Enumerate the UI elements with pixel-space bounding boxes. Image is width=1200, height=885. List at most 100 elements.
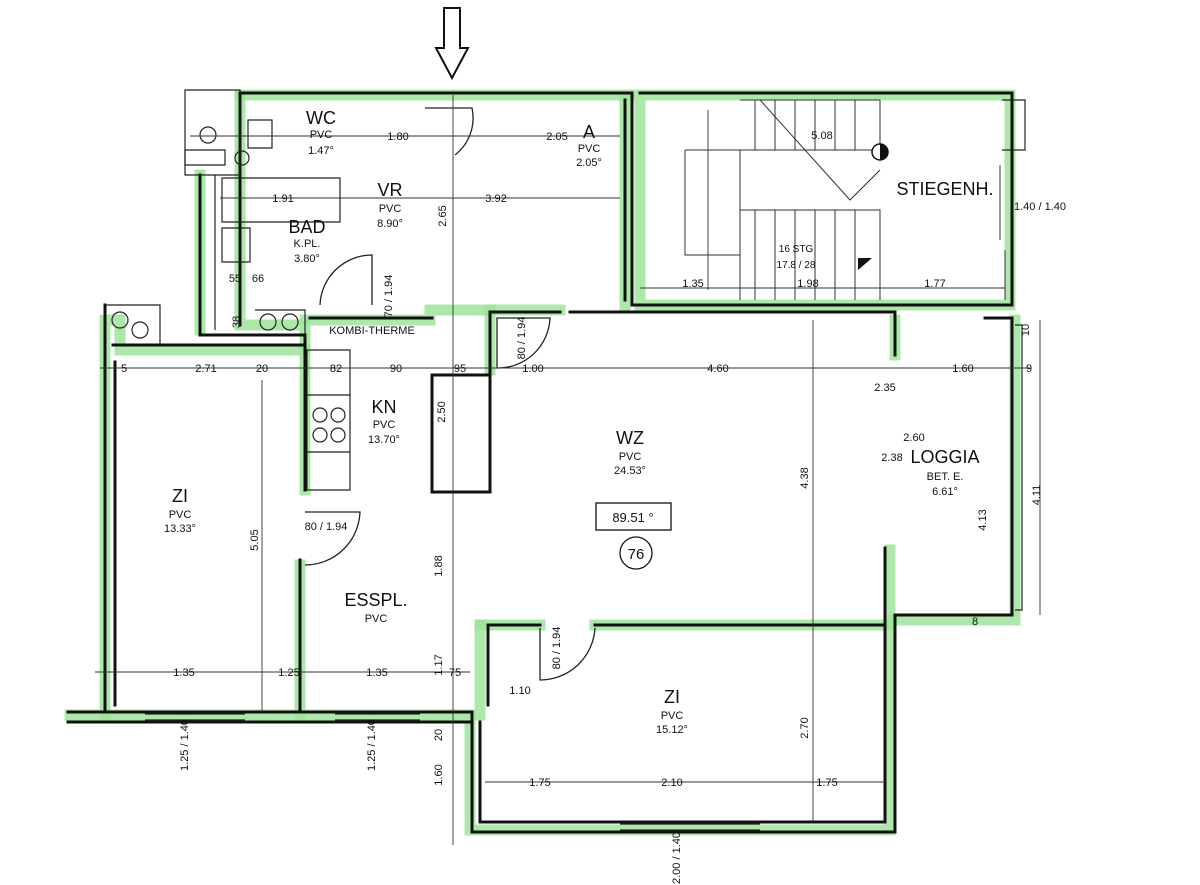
svg-text:WC: WC [306, 108, 336, 128]
room-esspl: ESSPL. PVC [344, 590, 407, 625]
room-kombi-therme: KOMBI-THERME [329, 325, 415, 337]
dim-label: 5 [121, 363, 127, 375]
dim-label: 1.35 [366, 667, 387, 679]
dim-label: 2.60 [903, 432, 924, 444]
dim-label: 1.88 [433, 555, 445, 576]
dim-label: 82 [330, 363, 342, 375]
dim-label: 1.25 / 1.40 [179, 719, 191, 771]
svg-text:KOMBI-THERME: KOMBI-THERME [329, 325, 415, 337]
svg-text:89.51 °: 89.51 ° [612, 510, 653, 525]
dim-label: 2.71 [195, 363, 216, 375]
svg-text:VR: VR [377, 180, 402, 200]
dim-label: 1.60 [952, 363, 973, 375]
dim-label: 1.35 [682, 278, 703, 290]
dim-label: 5.08 [811, 130, 832, 142]
svg-text:LOGGIA: LOGGIA [910, 447, 979, 467]
svg-text:PVC: PVC [310, 129, 333, 141]
dim-label: 80 / 1.94 [305, 521, 348, 533]
dim-label: 66 [252, 273, 264, 285]
dim-label: 9 [1026, 363, 1032, 375]
dim-label: 3.92 [485, 193, 506, 205]
svg-text:BET. E.: BET. E. [927, 471, 964, 483]
svg-text:2.05°: 2.05° [576, 157, 602, 169]
entrance-arrow-icon [434, 7, 470, 81]
dim-label: 2.00 / 1.40 [671, 832, 683, 884]
svg-text:6.61°: 6.61° [932, 486, 958, 498]
dim-label: 4.38 [799, 467, 811, 488]
svg-text:3.80°: 3.80° [294, 253, 320, 265]
svg-text:A: A [583, 122, 595, 142]
room-vr: VR PVC 8.90° [377, 180, 403, 230]
dim-label: 55 [229, 273, 241, 285]
svg-text:8.90°: 8.90° [377, 218, 403, 230]
dim-label: 90 [390, 363, 402, 375]
dim-label: 1.77 [924, 278, 945, 290]
dim-label: 2.65 [437, 205, 449, 226]
dim-label: 80 / 1.94 [551, 627, 563, 670]
room-zi-left: ZI PVC 13.33° [164, 486, 196, 535]
svg-text:PVC: PVC [619, 451, 642, 463]
dim-label: 1.35 [173, 667, 194, 679]
stair-label: 16 STG 17.8 / 28 [777, 244, 816, 271]
dim-label: 1.25 / 1.40 [366, 719, 378, 771]
room-stiegenh: STIEGENH. [896, 179, 993, 199]
room-wc: WC PVC 1.47° [306, 108, 336, 157]
dim-label: 2.38 [881, 452, 902, 464]
svg-text:13.33°: 13.33° [164, 523, 196, 535]
dim-label: 4.13 [977, 509, 989, 530]
svg-text:PVC: PVC [578, 143, 601, 155]
dim-label: 1.91 [272, 193, 293, 205]
dim-label: 2.35 [874, 382, 895, 394]
room-wz: WZ PVC 24.53° [614, 428, 646, 477]
dim-label: 20 [256, 363, 268, 375]
dim-label: 2.10 [661, 777, 682, 789]
svg-text:KN: KN [371, 397, 396, 417]
partitions [105, 89, 351, 491]
room-kn: KN PVC 13.70° [368, 397, 400, 446]
svg-text:PVC: PVC [169, 509, 192, 521]
dim-label: 80 / 1.94 [516, 317, 528, 360]
dim-label: 2.70 [799, 717, 811, 738]
svg-text:ZI: ZI [664, 687, 680, 707]
dim-label: 4.60 [707, 363, 728, 375]
dimension-labels: 2.71 20 90 95 1.00 4.60 1.60 82 5 9 1.35… [121, 130, 1066, 884]
room-a: A PVC 2.05° [576, 122, 602, 169]
dim-label: 1.80 [387, 131, 408, 143]
room-loggia: LOGGIA BET. E. 6.61° [910, 447, 979, 498]
svg-text:13.70°: 13.70° [368, 434, 400, 446]
room-zi-bottom: ZI PVC 15.12° [656, 687, 688, 736]
dim-label: 1.75 [529, 777, 550, 789]
unit-number-badge: 76 [619, 536, 653, 570]
svg-text:24.53°: 24.53° [614, 465, 646, 477]
svg-text:ESSPL.: ESSPL. [344, 590, 407, 610]
svg-text:STIEGENH.: STIEGENH. [896, 179, 993, 199]
svg-text:17.8 / 28: 17.8 / 28 [777, 260, 816, 271]
svg-text:WZ: WZ [616, 428, 644, 448]
dim-label: 1.40 / 1.40 [1014, 201, 1066, 213]
dim-label: 2.05 [546, 131, 567, 143]
unit-area-box: 89.51 ° [595, 502, 672, 531]
svg-text:PVC: PVC [373, 419, 396, 431]
svg-text:15.12°: 15.12° [656, 724, 688, 736]
staircase [684, 99, 1006, 300]
dim-label: 70 / 1.94 [383, 275, 395, 318]
dim-label: 8 [972, 616, 978, 628]
dim-label: 1.10 [509, 685, 530, 697]
windows [145, 99, 1026, 831]
svg-text:16 STG: 16 STG [779, 244, 814, 255]
dim-label: 95 [454, 363, 466, 375]
dim-label: 1.60 [433, 764, 445, 785]
svg-text:PVC: PVC [661, 710, 684, 722]
dim-label: 20 [433, 729, 445, 741]
dim-label: 5.05 [249, 529, 261, 550]
svg-text:K.PL.: K.PL. [294, 238, 321, 250]
dim-label: 2.50 [436, 401, 448, 422]
dim-label: 38 [231, 316, 243, 328]
svg-text:PVC: PVC [379, 203, 402, 215]
dim-label: 4.11 [1031, 485, 1043, 506]
dim-label: 1.25 [278, 667, 299, 679]
doors [304, 107, 596, 681]
dim-label: 1.00 [522, 363, 543, 375]
dim-label: 1.17 [433, 654, 445, 675]
